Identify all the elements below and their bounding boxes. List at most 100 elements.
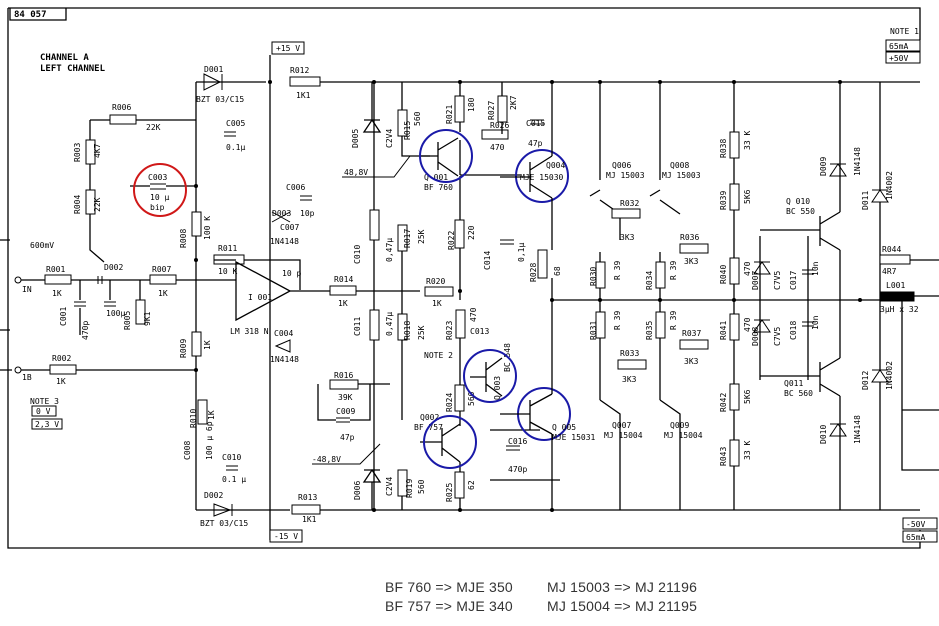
C008-label: C008	[183, 441, 192, 460]
R009-value: 1K	[203, 340, 212, 350]
R037-label: R037	[682, 329, 701, 338]
Q003-highlight	[463, 349, 517, 403]
R038-value: 33 K	[743, 131, 752, 150]
C015-value: 47p	[528, 139, 543, 148]
note-1-title: NOTE 1	[890, 27, 919, 36]
R014-label: R014	[334, 275, 353, 284]
R003-label: R003	[73, 143, 82, 162]
R005-label: R005	[123, 311, 132, 330]
R043-label: R043	[719, 447, 728, 466]
channel-subtitle: LEFT CHANNEL	[40, 64, 106, 74]
R006-label: R006	[112, 103, 131, 112]
R020-label: R020	[426, 277, 445, 286]
note-1-box: NOTE 1 65mA +50V	[885, 27, 921, 64]
Q008-label: Q008	[670, 161, 689, 170]
L001-value: 3µH x 32	[880, 305, 919, 314]
D011-label: D011	[861, 191, 870, 210]
D006-label: D006	[353, 481, 362, 500]
Q010-value: BC 550	[786, 207, 815, 216]
Q003-label: Q 003	[493, 376, 502, 400]
Q006-value: MJ 15003	[606, 171, 645, 180]
R010-label: R010	[189, 409, 198, 428]
R036-value: 3K3	[684, 257, 699, 266]
R012-label: R012	[290, 66, 309, 75]
R044-value: 4R7	[882, 267, 897, 276]
C004-value: 1N4148	[270, 355, 299, 364]
R021-value: 180	[467, 97, 476, 112]
R002-label: R002	[52, 354, 71, 363]
legend-line-2-right: MJ 15004 => MJ 21195	[547, 598, 698, 614]
R007-label: R007	[152, 265, 171, 274]
R025-label: R025	[445, 483, 454, 502]
R019-label: R019	[405, 479, 414, 498]
R011-label: R011	[218, 244, 237, 253]
note-3-v2: 2,3 V	[35, 420, 59, 429]
R042-value: 5K6	[743, 389, 752, 404]
Q007-value: MJ 15004	[604, 431, 643, 440]
D001-value: BZT 03/C15	[196, 95, 244, 104]
R011-value: 10 K	[218, 267, 237, 276]
C015-label: C015	[526, 119, 545, 128]
C001-label: C001	[59, 307, 68, 326]
R005-value: 9K1	[143, 311, 152, 326]
R004-value: 22K	[93, 197, 102, 212]
R039-value: 5K6	[743, 189, 752, 204]
R034-value: R 39	[669, 261, 678, 280]
sheet-ref: 84 057	[14, 10, 47, 20]
Q010-label: Q 010	[786, 197, 810, 206]
C016-label: C016	[508, 437, 527, 446]
R030-value: R 39	[613, 261, 622, 280]
R041-value: 470	[743, 317, 752, 332]
note-3-box: NOTE 3 0 V 2,3 V	[30, 397, 63, 430]
R018-label: R018	[403, 321, 412, 340]
D001-label: D001	[204, 65, 223, 74]
opamp-symbol	[235, 260, 292, 322]
R017-value: 25K	[417, 229, 426, 244]
R020-value: 1K	[432, 299, 442, 308]
C005-value: 0.1µ	[226, 143, 245, 152]
C003-type: bip	[150, 203, 165, 212]
Q002-label: Q002	[420, 413, 439, 422]
C010-label: C010	[222, 453, 241, 462]
R044-label: R044	[882, 245, 901, 254]
D011-value: 1N4002	[885, 171, 894, 200]
C005-label: C005	[226, 119, 245, 128]
R032-label: R032	[620, 199, 639, 208]
C017-label: C017	[789, 271, 798, 290]
D003-label: D003	[272, 209, 291, 218]
Q007-label: Q007	[612, 421, 631, 430]
R021-label: R021	[445, 105, 454, 124]
D007-label: D007	[751, 271, 760, 290]
R025-value: 62	[467, 480, 476, 490]
note-2-label: NOTE 2	[424, 351, 453, 360]
legend-line-2-left: BF 757 => MJE 340	[385, 598, 513, 614]
D012-value: 1N4002	[885, 361, 894, 390]
R016-label: R016	[334, 371, 353, 380]
D007-value: C7V5	[773, 271, 782, 290]
Q001-label: Q 001	[424, 173, 448, 182]
R035-label: R035	[645, 321, 654, 340]
D010-value: 1N4148	[853, 415, 862, 444]
R033-value: 3K3	[622, 375, 637, 384]
C009-label: C009	[336, 407, 355, 416]
D005-label: D005	[351, 129, 360, 148]
R017-label: R017	[403, 229, 412, 248]
I001-label: I 001	[248, 293, 272, 302]
C014-label: C014	[483, 251, 492, 270]
R039-label: R039	[719, 191, 728, 210]
R040-value: 470	[743, 261, 752, 276]
C003-label: C003	[148, 173, 167, 182]
R032-value: 3K3	[620, 233, 635, 242]
R024-value: 560	[467, 391, 476, 406]
R022-label: R022	[447, 231, 456, 250]
D008-label: D008	[751, 327, 760, 346]
R030-label: R030	[589, 267, 598, 286]
R023-value: 470	[469, 307, 478, 322]
R035-value: R 39	[669, 311, 678, 330]
C003-highlight	[133, 163, 187, 217]
R028-label: R028	[529, 263, 538, 282]
R006-value: 22K	[146, 123, 161, 132]
R002-value: 1K	[56, 377, 66, 386]
D008-value: C7V5	[773, 327, 782, 346]
